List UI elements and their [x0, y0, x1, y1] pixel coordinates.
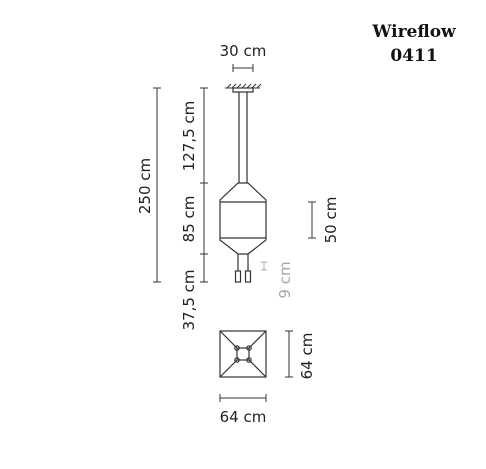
plan-width-label: 64 cm: [220, 408, 267, 426]
plan-view: [219, 330, 267, 378]
total-height-label: 250 cm: [136, 158, 154, 214]
light-tips: [234, 270, 252, 283]
lamp-body: [219, 182, 267, 255]
plan-depth-label: 64 cm: [298, 333, 316, 380]
product-name: Wireflow: [372, 22, 456, 42]
canopy-width-label: 30 cm: [220, 42, 267, 60]
bottom-length-label: 37,5 cm: [180, 269, 198, 330]
segment-height-line: [200, 87, 208, 283]
ceiling-hatch: [225, 83, 262, 89]
product-code: 0411: [390, 46, 438, 66]
plan-depth-line: [285, 330, 293, 378]
light-height-line: [308, 201, 316, 239]
bottom-wires: [237, 254, 249, 271]
canopy: [232, 87, 254, 93]
cable-length-label: 127,5 cm: [180, 101, 198, 172]
plan-width-line: [219, 394, 267, 402]
total-height-line: [153, 87, 161, 283]
body-height-label: 85 cm: [180, 196, 198, 243]
tip-height-line: [261, 261, 267, 271]
light-height-label: 50 cm: [322, 197, 340, 244]
suspension-cables: [238, 92, 248, 183]
tip-height-label: 9 cm: [276, 261, 294, 298]
canopy-width-line: [232, 64, 254, 72]
lamp-body-bands: [220, 201, 266, 239]
